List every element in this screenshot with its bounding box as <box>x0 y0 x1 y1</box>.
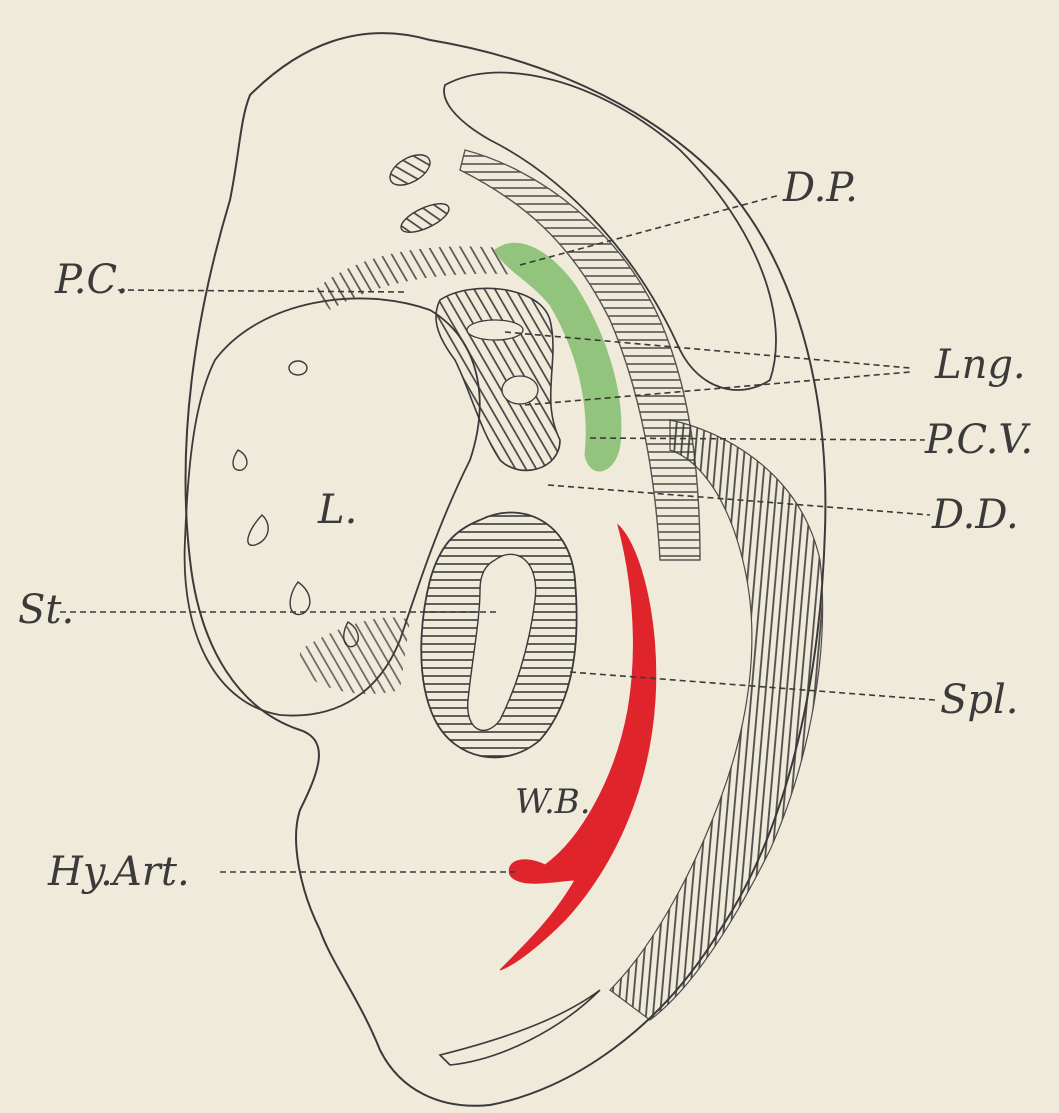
liver-droplet-2 <box>248 515 268 545</box>
label-wb: W.B. <box>515 785 591 819</box>
label-dp: D.P. <box>783 168 858 208</box>
oesophagus <box>467 320 523 340</box>
leader-pcv <box>590 438 925 440</box>
label-dd: D.D. <box>932 495 1019 535</box>
label-st: St. <box>18 590 74 630</box>
liver-droplet-3 <box>290 582 310 615</box>
liver-droplet-1 <box>233 450 247 470</box>
label-spl: Spl. <box>940 680 1019 720</box>
label-lng: Lng. <box>935 345 1026 385</box>
label-l: L. <box>318 490 357 530</box>
leader-lng-1 <box>505 332 910 368</box>
small-vessel-1 <box>385 149 435 192</box>
ventral-fold <box>440 990 600 1065</box>
label-pc: P.C. <box>55 260 128 300</box>
small-vessel-2 <box>397 198 453 238</box>
lung-lumen <box>502 376 538 404</box>
label-hyart: Hy.Art. <box>48 852 190 892</box>
liver-droplet-5 <box>289 361 307 375</box>
label-pcv: P.C.V. <box>925 420 1033 460</box>
lung-buds <box>436 288 560 470</box>
